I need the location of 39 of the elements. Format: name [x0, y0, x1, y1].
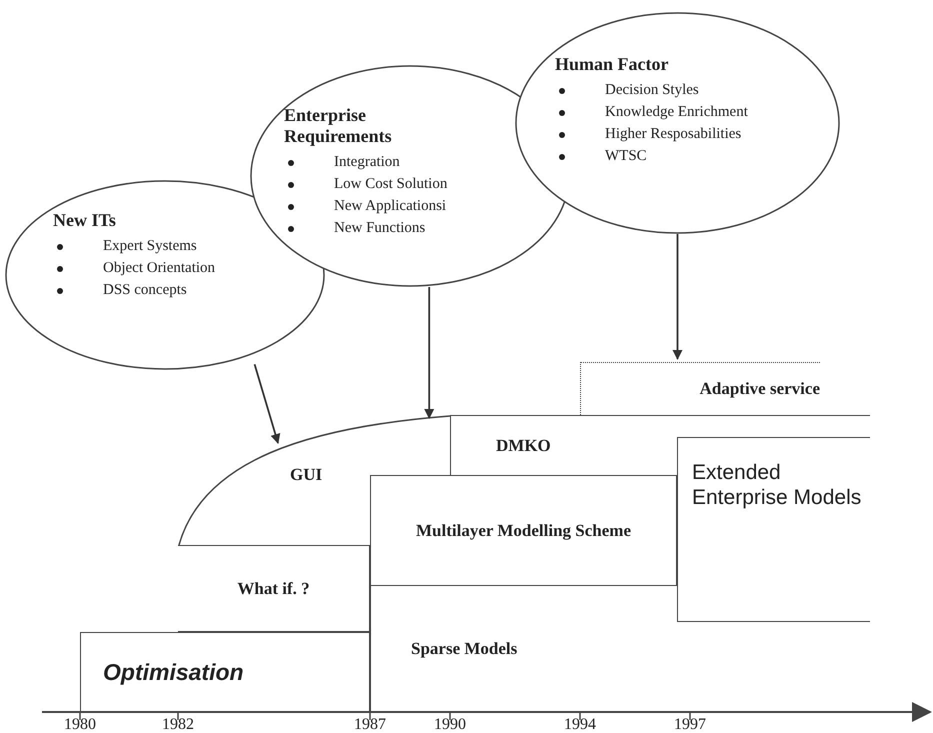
- bullet-item: New Functions: [284, 217, 426, 239]
- bullet-item: Decision Styles: [555, 79, 699, 101]
- bubble-heading: New ITs: [53, 210, 117, 231]
- stage-label: Optimisation: [103, 658, 244, 686]
- bullet-item: Integration: [284, 151, 400, 173]
- arrow: [424, 287, 434, 419]
- bullet-item: Higher Resposabilities: [555, 123, 742, 145]
- year-label: 1987: [354, 716, 386, 733]
- stage-label: DMKO: [496, 436, 551, 456]
- bullet-item: WTSC: [555, 145, 647, 167]
- bullet-item: Low Cost Solution: [284, 173, 448, 195]
- dotted-region: [580, 362, 820, 415]
- year-label: 1997: [674, 716, 706, 733]
- bullet-item: Object Orientation: [53, 257, 216, 279]
- stage-box: [370, 475, 677, 585]
- bullet-item: New Applicationsi: [284, 195, 446, 217]
- stage-label: Sparse Models: [411, 639, 518, 659]
- stage-box: [677, 437, 870, 622]
- stage-label: Extended Enterprise Models: [692, 460, 862, 510]
- region-label: Adaptive service: [700, 379, 820, 399]
- arrow: [254, 364, 280, 444]
- year-label: 1982: [162, 716, 194, 733]
- bullet-item: Expert Systems: [53, 235, 197, 257]
- year-label: 1994: [564, 716, 596, 733]
- stage-box: [370, 585, 677, 712]
- region-label: GUI: [290, 465, 322, 485]
- stage-box: [80, 632, 370, 712]
- bubble-heading: Human Factor: [555, 54, 670, 75]
- stage-box: [178, 545, 370, 632]
- bullet-item: Knowledge Enrichment: [555, 101, 748, 123]
- year-label: 1990: [434, 716, 466, 733]
- ellipse-bubble: [515, 12, 840, 234]
- stage-label: What if. ?: [237, 578, 310, 598]
- ellipse-bubble: [5, 180, 325, 370]
- stage-label: Multilayer Modelling Scheme: [416, 520, 631, 540]
- bullet-item: DSS concepts: [53, 279, 187, 301]
- arrow: [672, 234, 682, 360]
- year-label: 1980: [64, 716, 96, 733]
- bubble-heading: Enterprise Requirements: [284, 105, 393, 147]
